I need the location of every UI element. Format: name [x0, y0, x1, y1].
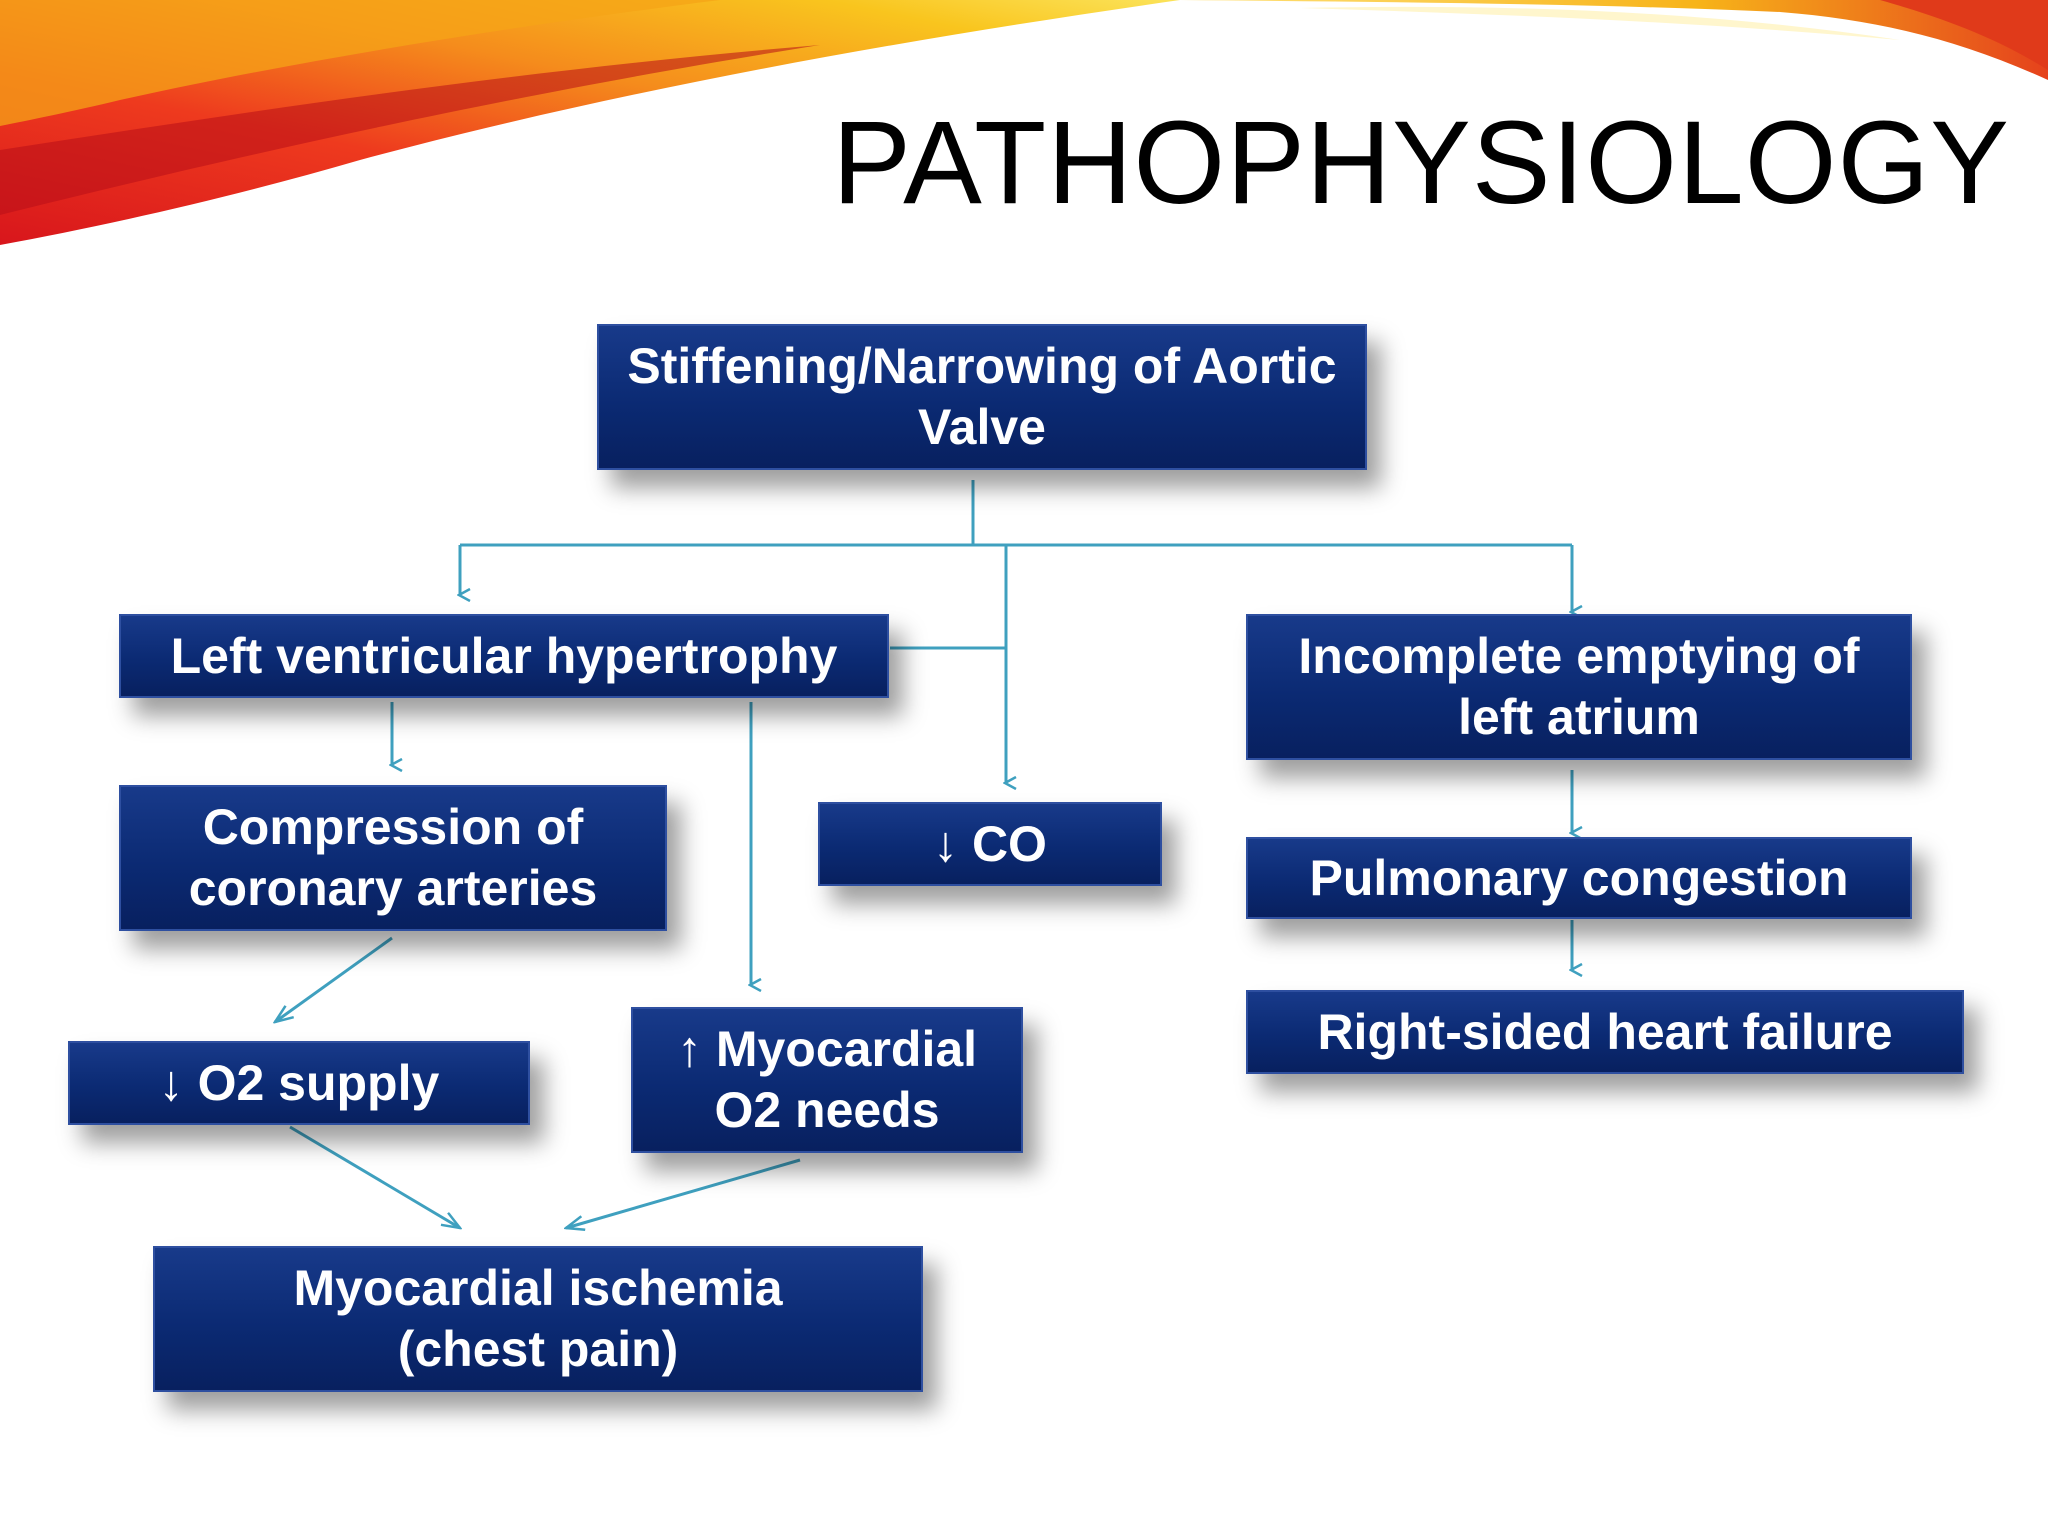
header-swoosh-decoration [0, 0, 2048, 245]
node-pulmonary-congestion-label: Pulmonary congestion [1309, 849, 1849, 906]
node-myocardial-ischemia: Myocardial ischemia (chest pain) [153, 1246, 923, 1392]
node-decreased-co: ↓ CO [818, 802, 1162, 886]
node-lvh-label: Left ventricular hypertrophy [170, 627, 838, 684]
node-decreased-co-label: CO [971, 815, 1047, 872]
slide-title: PATHOPHYSIOLOGY [832, 97, 2010, 229]
node-incomplete-emptying-line1: Incomplete emptying of [1298, 628, 1860, 684]
node-o2-needs-line1: Myocardial [715, 1021, 978, 1077]
node-ischemia-line2: (chest pain) [397, 1321, 679, 1377]
node-aortic-valve-line1: Stiffening/Narrowing of Aortic [627, 338, 1337, 394]
node-compression-line2: coronary arteries [188, 860, 598, 916]
connector-o2-needs-to-ischemia [566, 1158, 801, 1228]
node-aortic-valve: Stiffening/Narrowing of Aortic Valve [597, 324, 1367, 470]
node-rhf-label: Right-sided heart failure [1317, 1003, 1893, 1060]
node-incomplete-emptying-line2: left atrium [1458, 689, 1700, 745]
node-compression-coronary: Compression of coronary arteries [119, 785, 667, 931]
down-arrow-icon: ↓ [158, 1054, 184, 1111]
connector-o2-supply-to-ischemia [289, 1125, 460, 1228]
node-o2-supply-label: O2 supply [197, 1054, 440, 1111]
node-compression-line1: Compression of [202, 799, 584, 855]
node-ischemia-line1: Myocardial ischemia [293, 1260, 783, 1316]
up-arrow-icon: ↑ [676, 1021, 702, 1077]
node-pulmonary-congestion: Pulmonary congestion [1246, 837, 1912, 919]
down-arrow-icon: ↓ [933, 815, 959, 872]
node-aortic-valve-line2: Valve [918, 399, 1046, 455]
node-incomplete-emptying: Incomplete emptying of left atrium [1246, 614, 1912, 760]
node-decreased-o2-supply: ↓ O2 supply [68, 1041, 530, 1125]
node-increased-o2-needs: ↑ Myocardial O2 needs [631, 1007, 1023, 1153]
node-left-ventricular-hypertrophy: Left ventricular hypertrophy [119, 614, 889, 698]
node-right-sided-heart-failure: Right-sided heart failure [1246, 990, 1964, 1074]
node-o2-needs-line2: O2 needs [714, 1082, 940, 1138]
connector-compression-to-o2-supply [275, 936, 393, 1022]
